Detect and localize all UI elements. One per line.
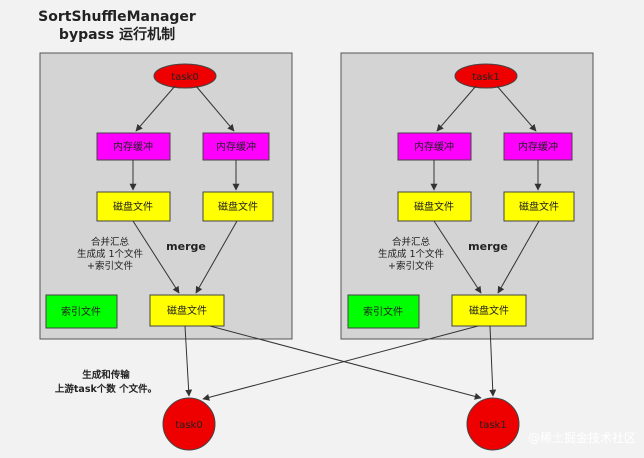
merged-disk-file-node bbox=[149, 294, 225, 327]
disk-file-label: 磁盘文件 bbox=[519, 200, 559, 213]
memory-buffer-label: 内存缓冲 bbox=[518, 140, 558, 153]
downstream-task-node bbox=[466, 397, 520, 451]
transfer-arrow bbox=[209, 325, 482, 400]
watermark-text: @稀土掘金技术社区 bbox=[528, 430, 636, 445]
disk-file-label: 磁盘文件 bbox=[218, 200, 258, 213]
executor-panel-1: task1 内存缓冲 内存缓冲 磁盘文件 磁盘文件 合并汇总 生成成 1个文件 … bbox=[340, 52, 594, 340]
edge-arrow bbox=[135, 85, 176, 132]
index-file-label: 索引文件 bbox=[61, 305, 101, 318]
index-file-node bbox=[347, 294, 420, 329]
memory-buffer-label: 内存缓冲 bbox=[216, 140, 256, 153]
merged-disk-file-node bbox=[451, 294, 527, 327]
edge-arrow bbox=[195, 220, 238, 294]
diagram-subtitle: bypass 运行机制 bbox=[59, 26, 175, 43]
merge-label: merge bbox=[166, 240, 206, 253]
disk-file-label: 磁盘文件 bbox=[414, 200, 454, 213]
edge-arrow bbox=[497, 220, 540, 294]
merge-note: 生成成 1个文件 bbox=[77, 248, 144, 260]
disk-file-node bbox=[202, 191, 274, 222]
merged-disk-file-label: 磁盘文件 bbox=[167, 304, 207, 317]
merge-note: 合并汇总 bbox=[392, 236, 431, 248]
edge-arrow bbox=[132, 220, 180, 294]
upstream-task-node bbox=[153, 63, 217, 89]
diagram-title: SortShuffleManager bbox=[38, 9, 196, 25]
transfer-arrow bbox=[184, 325, 193, 397]
merge-label: merge bbox=[468, 240, 508, 253]
disk-file-label: 磁盘文件 bbox=[113, 200, 153, 213]
upstream-task-label: task1 bbox=[472, 72, 499, 83]
executor-panel-0: task0 内存缓冲 内存缓冲 磁盘文件 磁盘文件 合并汇总 生成成 1个文件 … bbox=[39, 52, 293, 340]
memory-buffer-node bbox=[503, 132, 573, 161]
edge-arrow bbox=[496, 85, 537, 132]
transfer-note: 生成和传输 bbox=[82, 369, 130, 381]
edge-arrow bbox=[195, 85, 235, 132]
memory-buffer-label: 内存缓冲 bbox=[113, 140, 153, 153]
transfer-arrow bbox=[202, 325, 479, 401]
merge-note: +索引文件 bbox=[87, 260, 133, 272]
index-file-node bbox=[45, 294, 118, 329]
memory-buffer-node bbox=[397, 132, 472, 161]
edge-arrow bbox=[436, 85, 477, 132]
merged-disk-file-label: 磁盘文件 bbox=[469, 304, 509, 317]
index-file-label: 索引文件 bbox=[363, 305, 403, 318]
merge-note: 生成成 1个文件 bbox=[378, 248, 445, 260]
memory-buffer-node bbox=[202, 132, 270, 161]
upstream-task-node bbox=[454, 63, 518, 89]
downstream-task-node bbox=[162, 397, 216, 451]
downstream-task-label: task0 bbox=[175, 420, 202, 431]
downstream-task-label: task1 bbox=[479, 420, 506, 431]
upstream-task-label: task0 bbox=[171, 72, 198, 83]
disk-file-node bbox=[503, 191, 575, 222]
memory-buffer-node bbox=[96, 132, 171, 161]
merge-note: 合并汇总 bbox=[91, 236, 130, 248]
merge-note: +索引文件 bbox=[388, 260, 434, 272]
disk-file-node bbox=[397, 191, 472, 222]
memory-buffer-label: 内存缓冲 bbox=[414, 140, 454, 153]
transfer-note: 上游task个数 个文件。 bbox=[55, 383, 157, 395]
edge-arrow bbox=[433, 220, 482, 294]
transfer-arrow bbox=[489, 325, 497, 397]
